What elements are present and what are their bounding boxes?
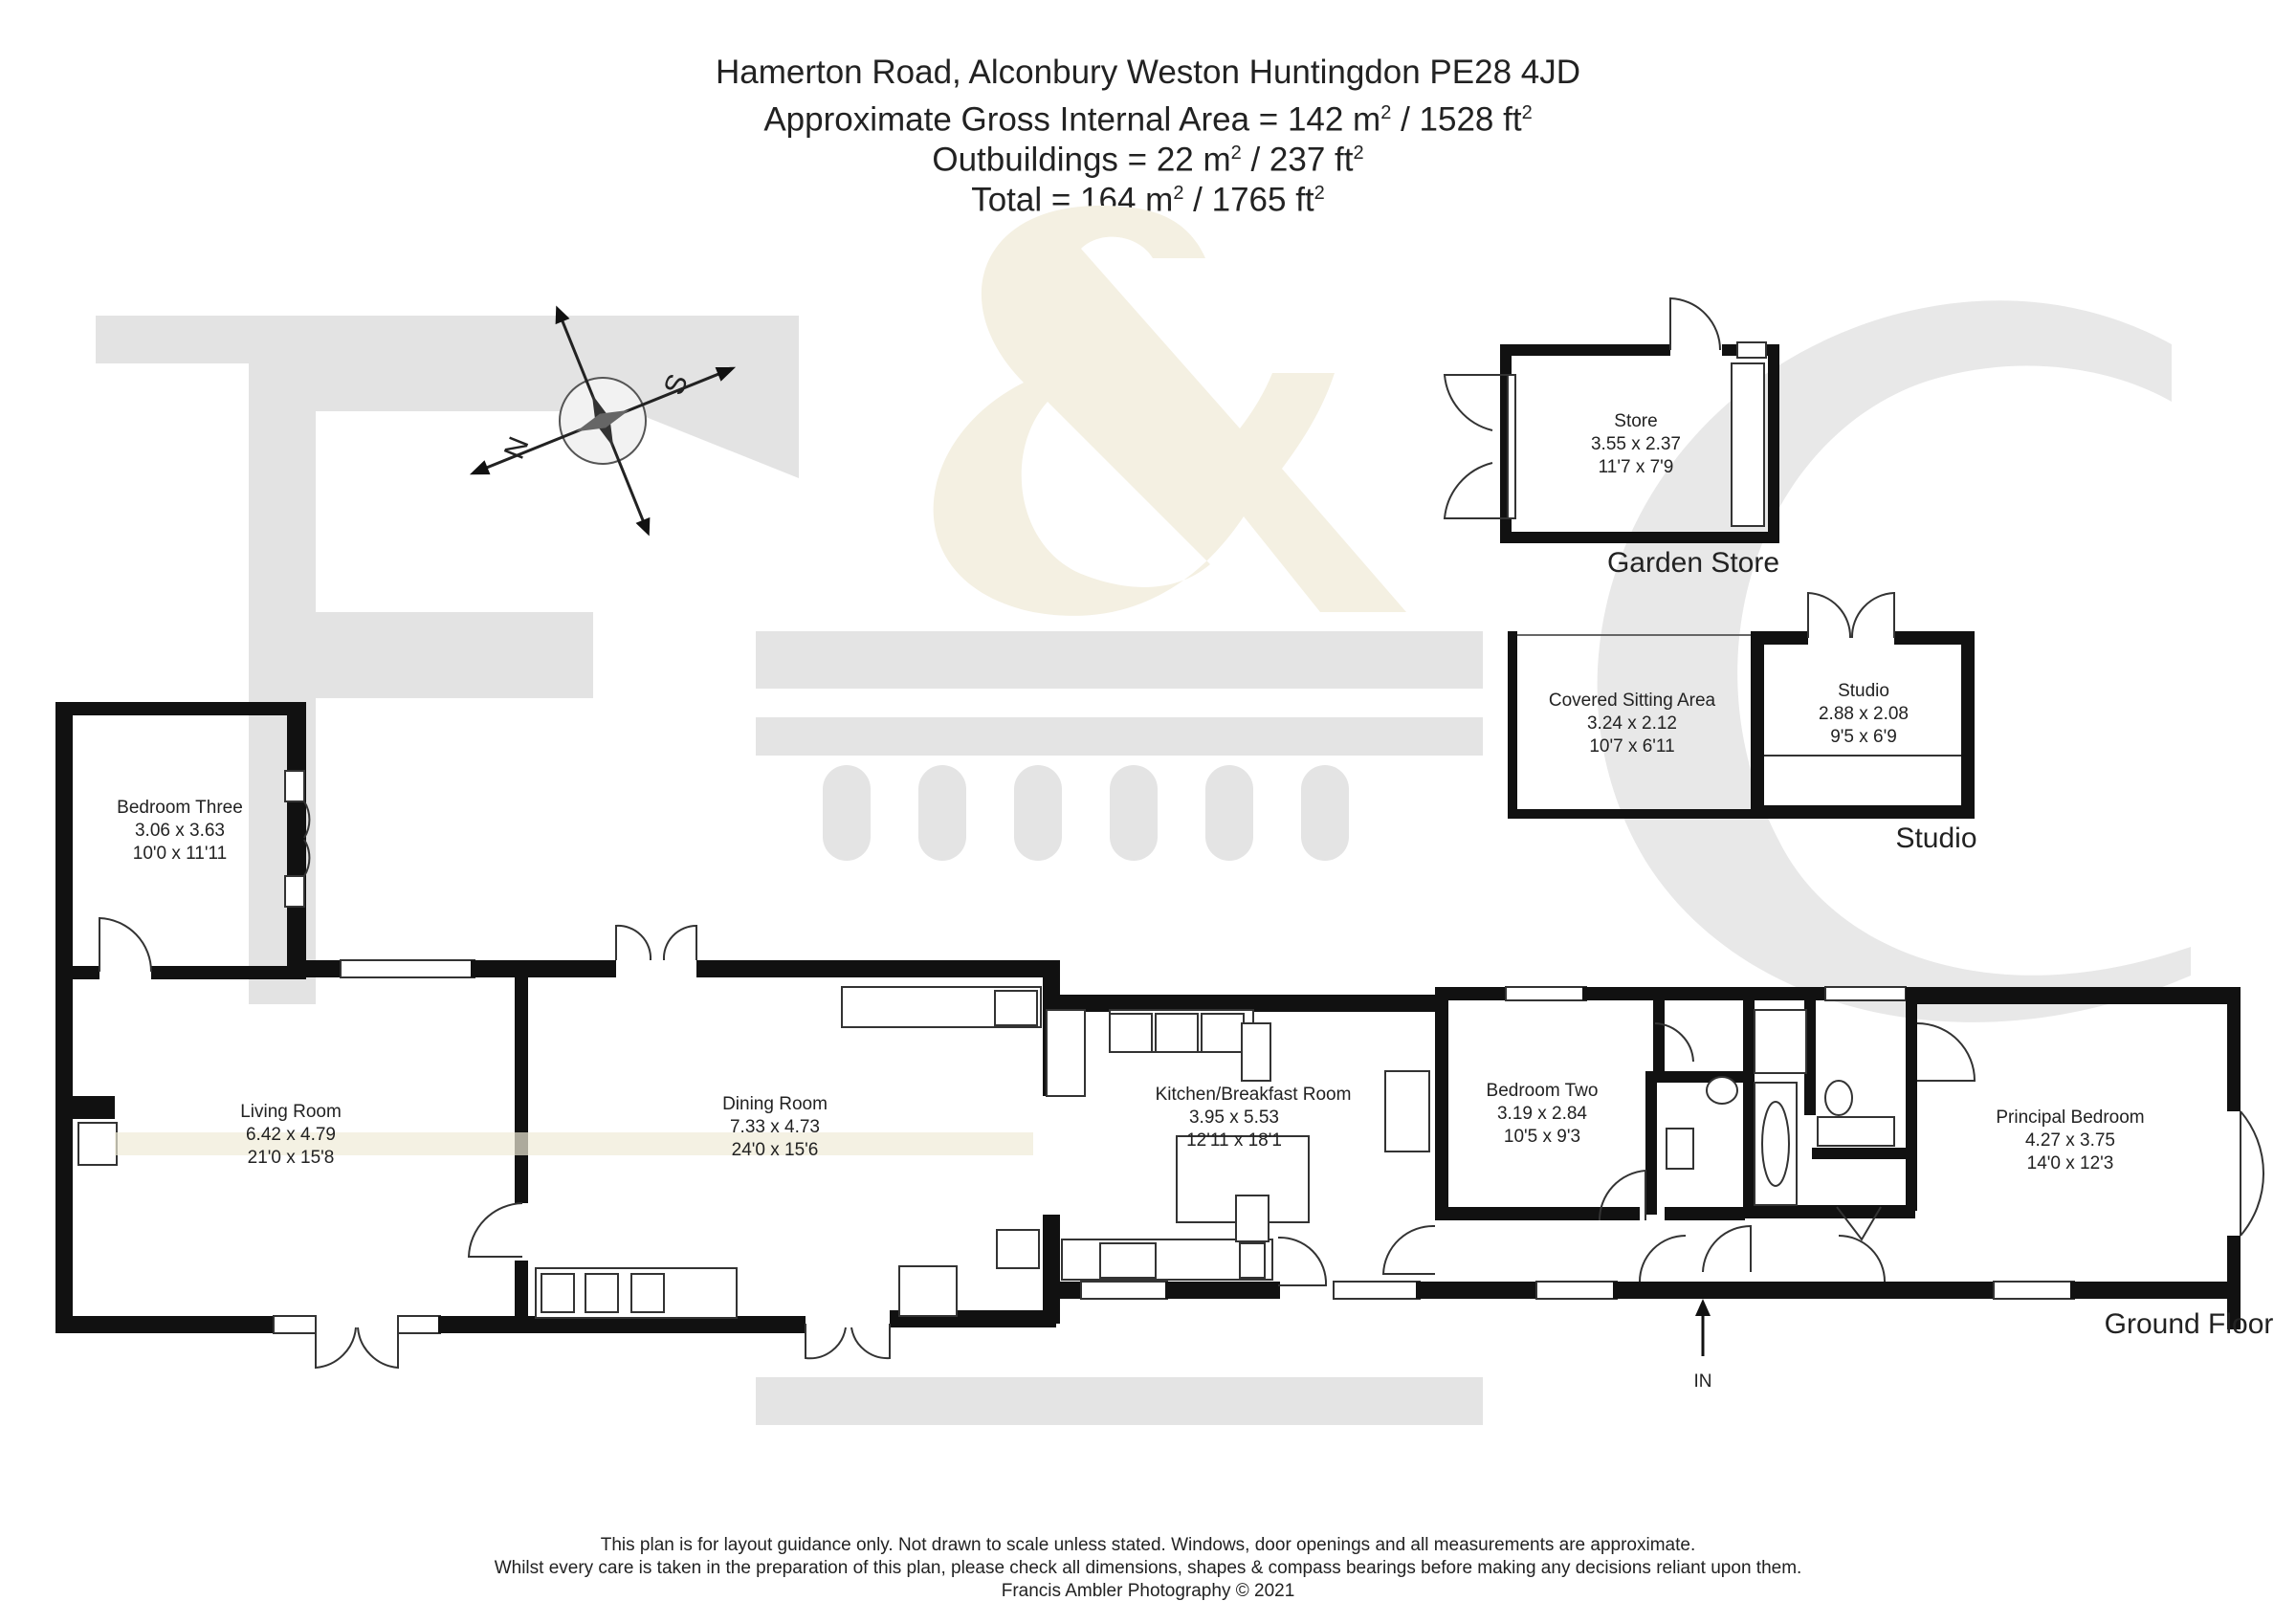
svg-text:3.19 x 2.84: 3.19 x 2.84 — [1497, 1104, 1587, 1124]
studio-section-label: Studio — [1895, 822, 1976, 854]
room-label-store: Store 3.55 x 2.37 11'7 x 7'9 — [1591, 411, 1681, 477]
svg-text:Kitchen/Breakfast Room: Kitchen/Breakfast Room — [1156, 1085, 1352, 1105]
entrance-arrow-icon — [1695, 1299, 1711, 1356]
svg-text:7.33 x 4.73: 7.33 x 4.73 — [730, 1117, 820, 1137]
svg-text:Principal Bedroom: Principal Bedroom — [1996, 1108, 2144, 1128]
svg-text:4.27 x 3.75: 4.27 x 3.75 — [2025, 1130, 2115, 1151]
svg-text:9'5 x 6'9: 9'5 x 6'9 — [1830, 727, 1897, 747]
room-label-bedroom-three: Bedroom Three 3.06 x 3.63 10'0 x 11'11 — [117, 798, 243, 864]
address-title: Hamerton Road, Alconbury Weston Huntingd… — [715, 54, 1581, 91]
svg-text:Store: Store — [1614, 411, 1657, 431]
svg-text:3.95 x 5.53: 3.95 x 5.53 — [1189, 1108, 1279, 1128]
svg-text:14'0 x 12'3: 14'0 x 12'3 — [2027, 1153, 2114, 1173]
compass-north-label: N — [498, 432, 536, 463]
room-label-covered-sitting-area: Covered Sitting Area 3.24 x 2.12 10'7 x … — [1549, 691, 1716, 757]
room-label-principal-bedroom: Principal Bedroom 4.27 x 3.75 14'0 x 12'… — [1996, 1108, 2144, 1173]
garden-store-building — [1443, 296, 1779, 543]
room-label-bedroom-two: Bedroom Two 3.19 x 2.84 10'5 x 9'3 — [1487, 1081, 1599, 1147]
svg-text:2.88 x 2.08: 2.88 x 2.08 — [1819, 704, 1909, 724]
main-house-walls — [55, 702, 2241, 1334]
outbuildings-line: Outbuildings = 22 m2 / 237 ft2 — [932, 141, 1364, 179]
room-label-studio: Studio 2.88 x 2.08 9'5 x 6'9 — [1819, 681, 1909, 747]
svg-text:10'0 x 11'11: 10'0 x 11'11 — [133, 844, 227, 864]
svg-text:10'7 x 6'11: 10'7 x 6'11 — [1589, 736, 1674, 757]
svg-text:Bedroom Two: Bedroom Two — [1487, 1081, 1599, 1101]
windows-doors-fixtures — [73, 770, 2264, 1370]
svg-text:11'7 x 7'9: 11'7 x 7'9 — [1599, 457, 1674, 477]
svg-text:10'5 x 9'3: 10'5 x 9'3 — [1504, 1127, 1580, 1147]
svg-text:Studio: Studio — [1838, 681, 1889, 701]
svg-text:3.06 x 3.63: 3.06 x 3.63 — [135, 821, 225, 841]
svg-text:3.24 x 2.12: 3.24 x 2.12 — [1587, 713, 1677, 734]
svg-text:Bedroom Three: Bedroom Three — [117, 798, 243, 818]
svg-text:Living Room: Living Room — [240, 1102, 342, 1122]
room-label-living-room: Living Room 6.42 x 4.79 21'0 x 15'8 — [240, 1102, 342, 1168]
svg-text:Covered Sitting Area: Covered Sitting Area — [1549, 691, 1716, 711]
entrance-label: IN — [1694, 1371, 1712, 1392]
disclaimer-line-1: This plan is for layout guidance only. N… — [600, 1535, 1696, 1555]
svg-text:6.42 x 4.79: 6.42 x 4.79 — [246, 1125, 336, 1145]
svg-text:12'11 x 18'1: 12'11 x 18'1 — [1186, 1130, 1282, 1151]
studio-building — [1508, 591, 1975, 819]
ground-floor-label: Ground Floor — [2105, 1308, 2274, 1340]
svg-text:21'0 x 15'8: 21'0 x 15'8 — [248, 1148, 335, 1168]
room-label-kitchen: Kitchen/Breakfast Room 3.95 x 5.53 12'11… — [1156, 1085, 1352, 1151]
garden-store-label: Garden Store — [1607, 547, 1779, 579]
compass-rose — [469, 305, 737, 537]
svg-text:Dining Room: Dining Room — [722, 1094, 828, 1114]
gross-area-line: Approximate Gross Internal Area = 142 m2… — [763, 100, 1533, 139]
disclaimer-line-2: Whilst every care is taken in the prepar… — [494, 1558, 1802, 1578]
copyright-line: Francis Ambler Photography © 2021 — [1001, 1581, 1295, 1601]
svg-text:3.55 x 2.37: 3.55 x 2.37 — [1591, 434, 1681, 454]
room-label-dining-room: Dining Room 7.33 x 4.73 24'0 x 15'6 — [722, 1094, 828, 1160]
svg-text:24'0 x 15'6: 24'0 x 15'6 — [732, 1140, 819, 1160]
